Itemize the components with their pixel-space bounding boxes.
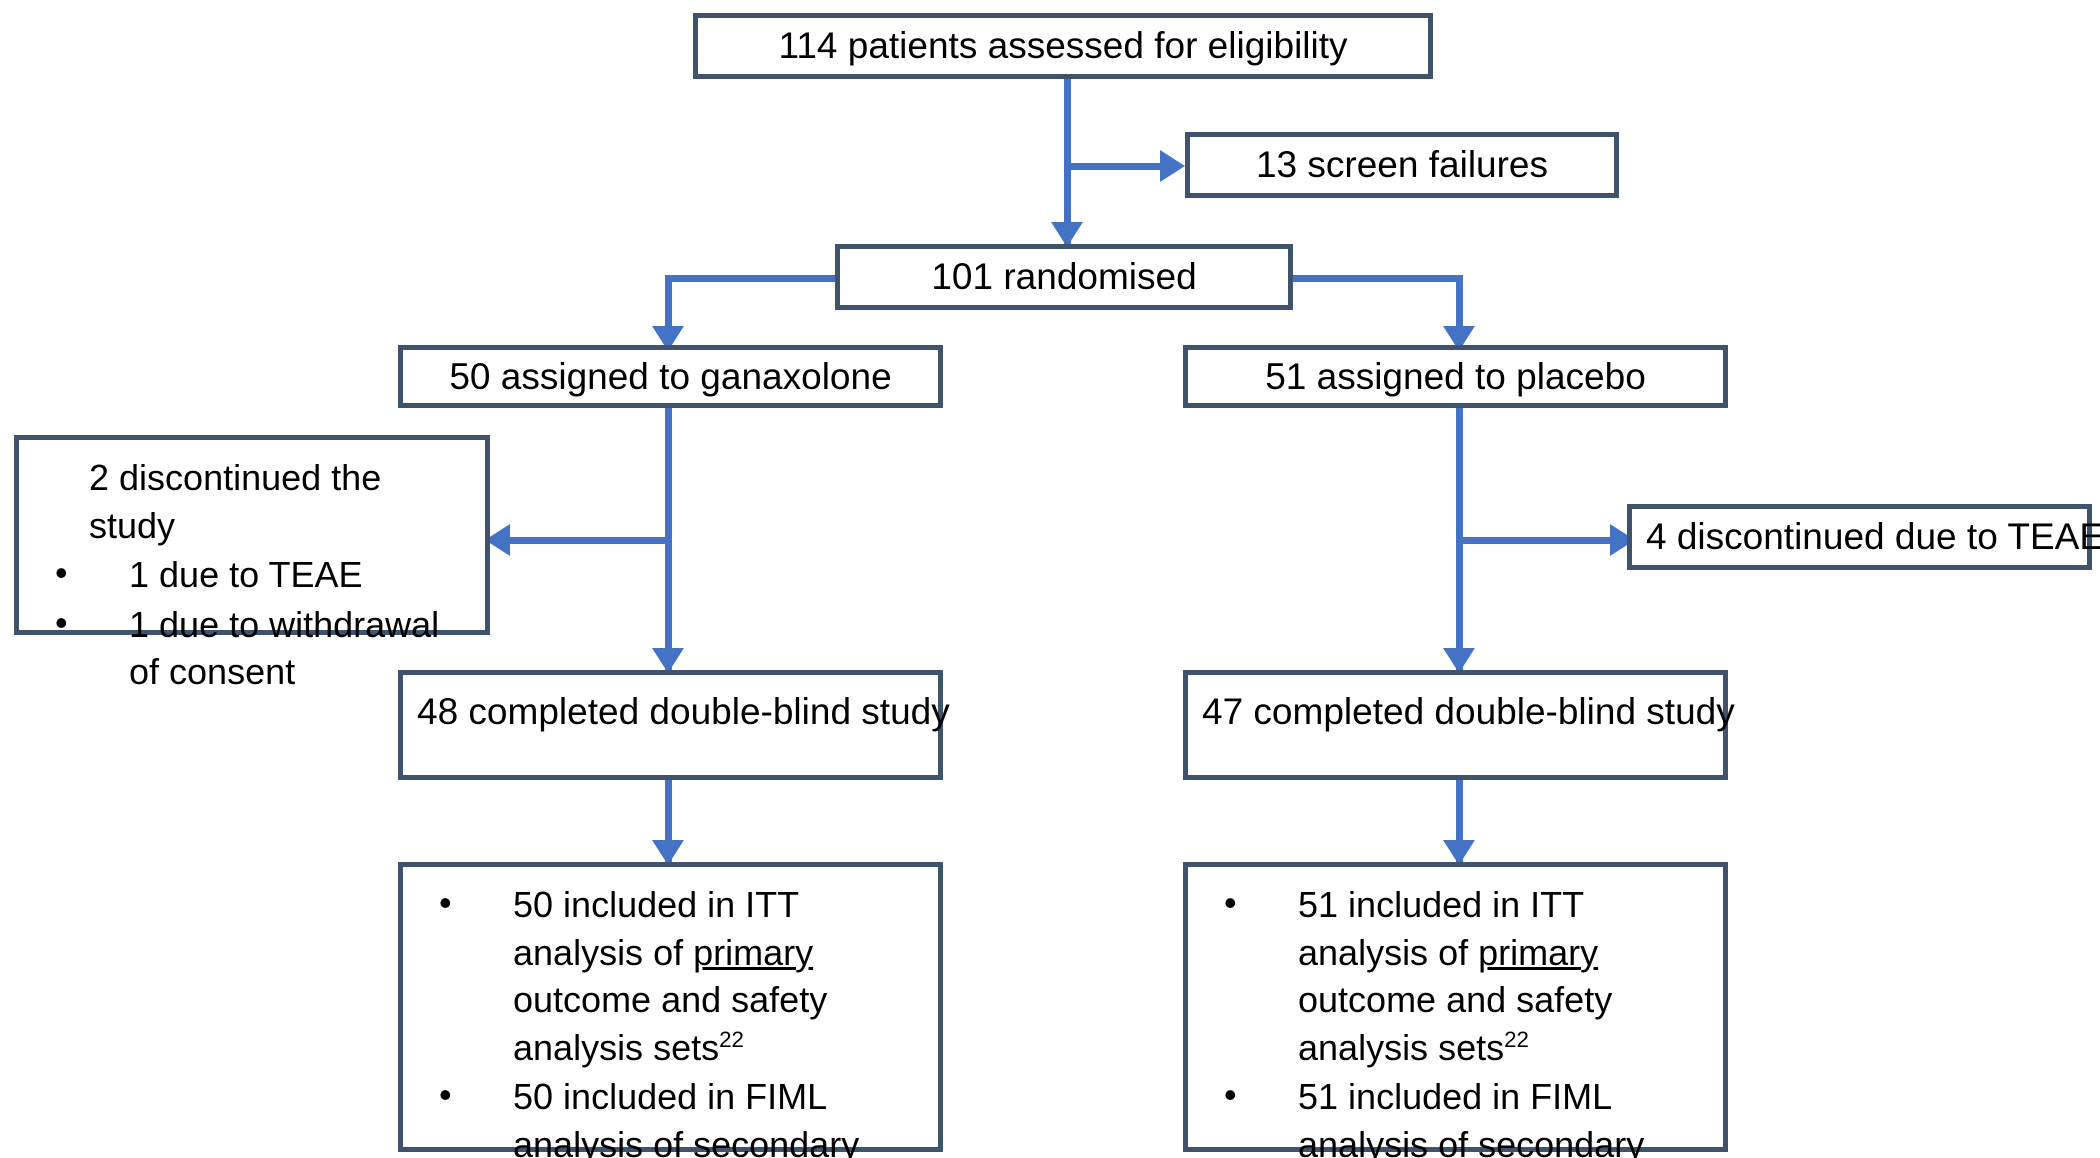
node-randomised[interactable]: 101 randomised — [835, 244, 1293, 310]
node-completed-ganaxolone[interactable]: 48 completed double-blind study — [398, 670, 950, 780]
node-discontinued-placebo[interactable]: 4 discontinued due to TEAE — [1627, 504, 2100, 570]
node-screened-label: 114 patients assessed for eligibility — [778, 25, 1348, 67]
connector-placebo-to-analysis — [1456, 780, 1463, 862]
arrow-down-completed-ganaxolone — [652, 648, 684, 673]
analysis-ganaxolone-bullet-1: 50 included in ITT analysis of primary o… — [421, 879, 934, 1071]
node-completed-placebo[interactable]: 47 completed double-blind study — [1183, 670, 1735, 780]
analysis-ganaxolone-b1-superscript: 22 — [719, 1026, 744, 1052]
discontinued-ganaxolone-bullet-1: 1 due to TEAE — [37, 549, 475, 599]
node-completed-ganaxolone-label: 48 completed double-blind study — [417, 691, 950, 732]
connector-randomised-right-down — [1456, 275, 1463, 350]
node-discontinued-ganaxolone[interactable]: 2 discontinued the study 1 due to TEAE 1… — [14, 435, 490, 692]
analysis-placebo-b2-underline: secondary — [1478, 1123, 1645, 1158]
node-assigned-ganaxolone-label: 50 assigned to ganaxolone — [449, 355, 892, 397]
discontinued-ganaxolone-list: 2 discontinued the study 1 due to TEAE 1… — [19, 454, 485, 698]
node-screen-failures-label: 13 screen failures — [1255, 144, 1549, 186]
discontinued-ganaxolone-bullet-2: 1 due to withdrawal of consent — [37, 599, 475, 696]
analysis-placebo-b1-superscript: 22 — [1504, 1026, 1529, 1052]
connector-randomised-right — [1288, 275, 1463, 282]
node-analysis-ganaxolone[interactable]: 50 included in ITT analysis of primary o… — [398, 862, 943, 1158]
arrow-right-screen-failures — [1160, 150, 1185, 182]
analysis-placebo-b1-post: outcome and safety analysis sets — [1298, 979, 1613, 1068]
node-randomised-label: 101 randomised — [931, 256, 1197, 298]
node-screen-failures[interactable]: 13 screen failures — [1185, 132, 1619, 198]
analysis-ganaxolone-list: 50 included in ITT analysis of primary o… — [403, 879, 938, 1158]
connector-ganaxolone-to-discontinued — [505, 537, 670, 544]
arrow-down-completed-placebo — [1443, 648, 1475, 673]
analysis-ganaxolone-bullet-2: 50 included in FIML analysis of secondar… — [421, 1071, 934, 1158]
analysis-placebo-bullet-2: 51 included in FIML analysis of secondar… — [1206, 1071, 1719, 1158]
analysis-placebo-list: 51 included in ITT analysis of primary o… — [1188, 879, 1723, 1158]
discontinued-ganaxolone-lead: 2 discontinued the study — [89, 457, 382, 546]
analysis-placebo-b2-pre: 51 included in FIML analysis of — [1298, 1076, 1611, 1158]
analysis-ganaxolone-b2-pre: 50 included in FIML analysis of — [513, 1076, 826, 1158]
analysis-ganaxolone-b1-underline: primary — [693, 931, 814, 973]
analysis-ganaxolone-b2-underline: secondary — [693, 1123, 860, 1158]
analysis-placebo-b1-underline: primary — [1478, 931, 1599, 973]
analysis-ganaxolone-b1-pre: 50 included in ITT analysis of — [513, 884, 799, 973]
connector-screened-to-screen-failures — [1064, 163, 1166, 170]
node-assigned-placebo-label: 51 assigned to placebo — [1265, 355, 1646, 397]
arrow-down-analysis-placebo — [1443, 840, 1475, 865]
node-assigned-placebo[interactable]: 51 assigned to placebo — [1183, 345, 1728, 408]
node-completed-placebo-label: 47 completed double-blind study — [1202, 691, 1735, 732]
arrow-down-analysis-ganaxolone — [652, 840, 684, 865]
connector-placebo-to-discontinued — [1456, 537, 1616, 544]
node-discontinued-placebo-label: 4 discontinued due to TEAE — [1646, 516, 2100, 558]
connector-randomised-left-down — [665, 275, 672, 350]
connector-ganaxolone-to-analysis — [665, 780, 672, 862]
node-screened[interactable]: 114 patients assessed for eligibility — [693, 13, 1433, 79]
analysis-placebo-bullet-1: 51 included in ITT analysis of primary o… — [1206, 879, 1719, 1071]
arrow-down-randomised — [1051, 222, 1083, 247]
analysis-ganaxolone-b1-post: outcome and safety analysis sets — [513, 979, 828, 1068]
node-analysis-placebo[interactable]: 51 included in ITT analysis of primary o… — [1183, 862, 1728, 1158]
node-assigned-ganaxolone[interactable]: 50 assigned to ganaxolone — [398, 345, 943, 408]
connector-randomised-left — [665, 275, 840, 282]
analysis-placebo-b1-pre: 51 included in ITT analysis of — [1298, 884, 1584, 973]
